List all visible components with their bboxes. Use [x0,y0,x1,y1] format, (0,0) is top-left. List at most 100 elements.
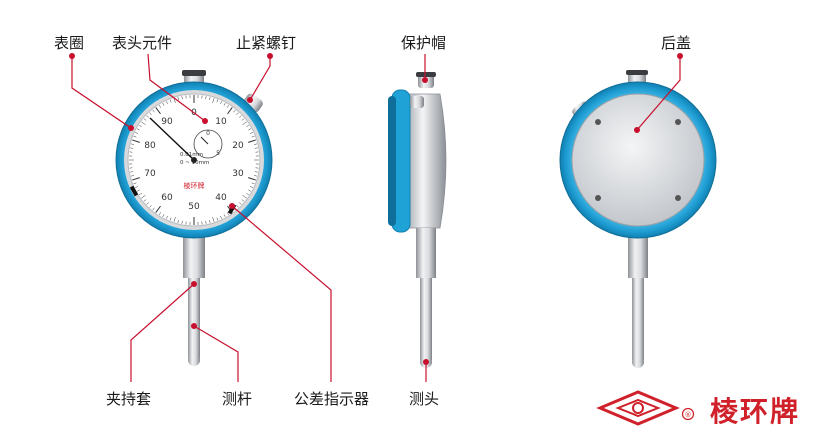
dial-tick [177,219,179,224]
dial-tick [130,171,134,173]
dial-tick [143,118,147,121]
back-screw-2 [675,119,681,125]
dot-back-cover-label [677,53,683,59]
dial-tick [248,128,252,131]
dot-lock-screw [247,97,253,103]
rev-dial-number-5: 5 [216,150,220,157]
dial-number-20: 20 [232,141,244,151]
dial-tick [249,186,253,188]
main-needle [149,117,195,161]
dot-head-component [202,118,208,124]
dot-tolerance-pointer [229,203,235,209]
dial-number-40: 40 [215,193,227,203]
dial-tick [181,220,183,224]
dial-tick [254,147,258,149]
dial-tick [205,96,207,100]
brand-emblem-icon: ® [596,390,695,426]
dial-tick [162,102,165,106]
dial-tick [216,99,219,103]
dial-tick [155,107,161,115]
contact-point [188,354,200,366]
dial-tick [149,205,152,208]
dial-tick [253,143,258,145]
back-top-stem-cap [626,70,648,75]
leader-bezel [71,54,132,129]
dial-tick [239,115,242,118]
back-screw-3 [595,195,601,201]
rev-dial-number-0: 0 [206,130,210,137]
dial-tick [152,207,155,211]
dial-tick [246,124,250,127]
dot-lock-screw-label [267,53,273,59]
dial-tick [209,219,211,224]
top-stem-cap [182,70,206,76]
dial-tick [248,139,256,143]
dial-tick [212,216,215,222]
dial-tick [141,195,146,199]
side-bezel-glass [388,96,396,226]
stem-sleeve [183,228,205,278]
dial-tick [130,175,135,177]
dial-tick [242,121,247,125]
side-body [403,93,447,229]
dial-number-80: 80 [144,141,156,151]
dot-contact-point [423,359,429,365]
dial-ticks [129,95,259,225]
dial-tick [242,195,247,199]
dial-number-90: 90 [161,117,173,127]
dial-tick [155,205,161,213]
dial-tick [169,217,172,221]
leader-lines [71,53,681,382]
dial-tick [248,177,256,181]
label-cap: 保护帽 [401,34,447,52]
dial-tick [133,182,137,185]
dial-tick [149,112,152,115]
dot-bezel-label [69,53,75,59]
dial-spec-line1: 0.01mm [180,152,203,158]
side-spindle [420,278,432,360]
dot-spindle [191,323,197,329]
brand-name: 棱环牌 [710,395,801,428]
back-cover-plate [571,93,705,227]
dial-tick [132,139,140,143]
dial-tick [136,189,140,192]
label-tolerance-pointer: 公差指示器 [294,390,370,408]
dial-tick [241,118,245,121]
dial-tick [254,171,258,173]
dial-tick [177,96,179,101]
dial-tick [146,202,149,205]
dial-tick [162,214,165,218]
dot-cap [422,77,428,83]
dial-tick [173,98,176,104]
dial-spec-line2: 0 ~ 10mm [180,160,209,166]
dial-tick [138,193,142,196]
dial-tick [227,107,233,115]
dial-tick [249,132,253,134]
spindle [188,278,200,358]
label-head-component: 表头元件 [112,34,173,52]
dial-tick [216,217,219,221]
side-stem-sleeve [416,228,436,278]
label-back-cover: 后盖 [661,34,692,52]
label-stem-sleeve: 夹持套 [106,390,152,408]
dial-tick [146,115,149,118]
dial-tick [209,96,211,101]
dial-tick [138,124,142,127]
leader-lock-screw [249,54,271,101]
back-gauge [559,70,717,368]
dial-tick [130,147,134,149]
dial-tick [227,212,230,216]
dial-tick [248,189,252,192]
dial-tick [236,205,239,208]
dial-tick [239,202,242,205]
dial-tick [223,102,226,106]
side-cap-top [416,72,436,77]
label-bezel: 表圈 [54,34,85,52]
side-screw [410,96,424,108]
tolerance-marker-left [129,185,139,197]
dial-tick [135,132,139,134]
back-contact-point [632,356,644,368]
leader-stem-sleeve [130,283,195,382]
dial-tick [223,214,226,218]
